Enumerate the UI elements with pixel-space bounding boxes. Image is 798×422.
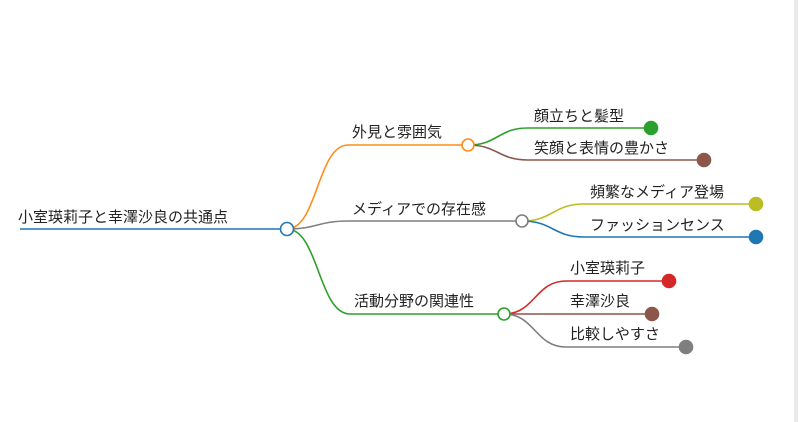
branch-connector-1 [286, 220, 522, 230]
leaf-node-1-0[interactable] [748, 196, 764, 212]
leaf-node-0-0[interactable] [643, 120, 659, 136]
branch-connector-0 [286, 144, 468, 230]
leaf-connector-2-2 [503, 313, 686, 348]
leaf-node-2-1[interactable] [644, 306, 660, 322]
leaf-node-2-2[interactable] [678, 339, 694, 355]
leaf-label-media-appearances: 頻繁なメディア登場 [590, 183, 724, 201]
branch-label-media-presence: メディアでの存在感 [352, 200, 486, 218]
leaf-node-2-0[interactable] [661, 273, 677, 289]
leaf-connector-1-0 [521, 203, 756, 222]
leaf-label-face-hair: 顔立ちと髪型 [534, 107, 624, 125]
mindmap-nodes [279, 120, 764, 355]
branch-label-appearance: 外見と雰囲気 [352, 123, 442, 141]
scrollbar-track[interactable] [794, 0, 798, 422]
leaf-connector-2-0 [503, 280, 669, 315]
leaf-label-smile-expression: 笑顔と表情の豊かさ [534, 139, 669, 157]
leaf-node-0-1[interactable] [696, 152, 712, 168]
leaf-connector-1-1 [521, 220, 756, 238]
root-topic-label: 小室瑛莉子と幸澤沙良の共通点 [18, 208, 228, 226]
leaf-node-1-1[interactable] [748, 229, 764, 245]
leaf-connector-0-1 [467, 144, 704, 161]
root-node[interactable] [279, 221, 295, 237]
branch-label-activity-fields: 活動分野の関連性 [354, 292, 474, 310]
mindmap-links [20, 127, 756, 348]
leaf-label-ease-of-comparison: 比較しやすさ [570, 325, 660, 343]
leaf-label-kozawa: 幸澤沙良 [570, 292, 630, 310]
branch-node-1[interactable] [515, 214, 529, 228]
branch-connector-2 [286, 228, 504, 315]
branch-node-2[interactable] [497, 307, 511, 321]
branch-node-0[interactable] [461, 138, 475, 152]
leaf-label-fashion-sense: ファッションセンス [590, 216, 725, 234]
mindmap-labels: 小室瑛莉子と幸澤沙良の共通点 外見と雰囲気 顔立ちと髪型 笑顔と表情の豊かさ メ… [18, 107, 725, 343]
leaf-label-komuro: 小室瑛莉子 [570, 259, 645, 277]
leaf-connector-0-0 [467, 127, 651, 146]
